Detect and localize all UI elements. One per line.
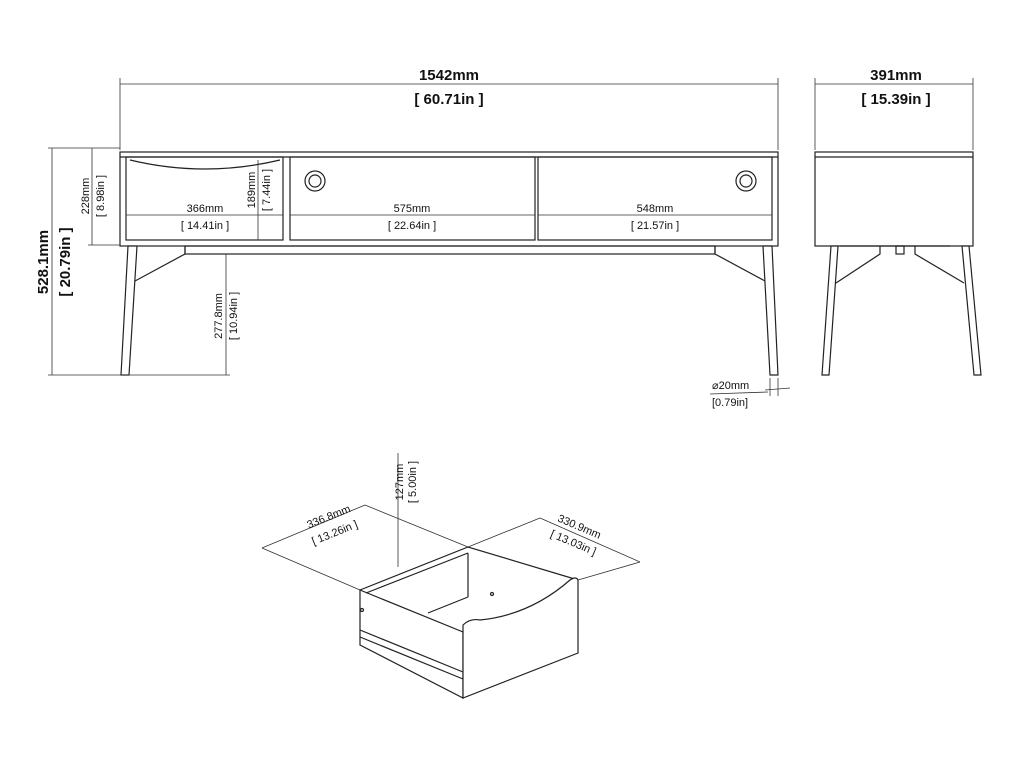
- bottom-rail: [184, 245, 716, 255]
- height-in-label: [ 20.79in ]: [57, 227, 74, 296]
- drawer-height-in-label: [ 5.00in ]: [407, 461, 419, 503]
- middle-compartment-in-label: [ 22.64in ]: [388, 220, 436, 232]
- side-body: [814, 151, 974, 247]
- drawer-height-in-label: [ 7.44in ]: [261, 169, 273, 211]
- side-view: 391mm [ 15.39in ]: [814, 67, 982, 376]
- width-mm-label: 1542mm: [419, 67, 479, 84]
- door-handle: [735, 170, 757, 192]
- clearance-in-label: [ 10.94in ]: [228, 292, 240, 340]
- drawer-height-mm-label: 127mm: [394, 464, 406, 501]
- drawer-side-panel: [359, 589, 464, 699]
- leg-right: [762, 245, 779, 376]
- right-compartment-mm-label: 548mm: [637, 203, 674, 215]
- leg-diameter-mm-label: ⌀20mm: [712, 380, 749, 392]
- left-compartment-mm-label: 366mm: [187, 203, 224, 215]
- depth-mm-label: 391mm: [870, 67, 922, 84]
- side-leg-back: [961, 245, 982, 376]
- sliding-door-right: [537, 156, 773, 241]
- drawer-front: [125, 156, 284, 241]
- body-height-mm-label: 228mm: [80, 178, 92, 215]
- drawer-view: 127mm [ 5.00in ] 336.8mm [ 13.26in ] 330…: [261, 453, 641, 699]
- left-compartment-in-label: [ 14.41in ]: [181, 220, 229, 232]
- side-leg-front: [821, 245, 839, 376]
- drawer-height-mm-label: 189mm: [246, 172, 258, 209]
- body-height-in-label: [ 8.98in ]: [95, 175, 107, 217]
- depth-in-label: [ 15.39in ]: [861, 91, 930, 108]
- clearance-mm-label: 277.8mm: [213, 293, 225, 339]
- drawer-front-panel: [462, 577, 579, 699]
- width-in-label: [ 60.71in ]: [414, 91, 483, 108]
- right-compartment-in-label: [ 21.57in ]: [631, 220, 679, 232]
- door-handle: [304, 170, 326, 192]
- leg-left: [120, 245, 138, 376]
- sliding-door-left: [289, 156, 536, 241]
- height-mm-label: 528.1mm: [35, 230, 52, 294]
- front-view: 1542mm [ 60.71in ] 528.1mm [ 20.79in ] 2…: [35, 67, 791, 409]
- middle-compartment-mm-label: 575mm: [394, 203, 431, 215]
- leg-diameter-in-label: [0.79in]: [712, 397, 748, 409]
